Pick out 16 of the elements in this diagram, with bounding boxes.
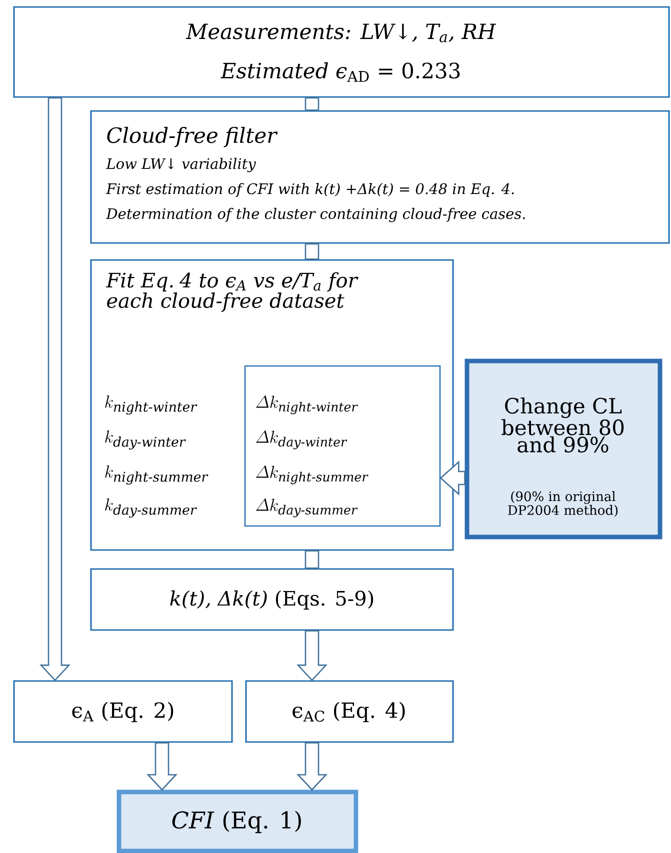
process-box: ϵ$_{AC}$ (Eq. 4) <box>245 680 454 743</box>
block-arrow <box>146 742 178 791</box>
double-line-connector <box>304 97 320 111</box>
process-box: ϵ$_{A}$ (Eq. 2) <box>13 680 233 743</box>
result-box: CFI (Eq. 1) <box>116 790 358 853</box>
block-arrow <box>296 742 328 791</box>
block-arrow <box>40 97 70 682</box>
process-box: Cloud-free filter Low LW↓ variability First estimation of CFI with k(t) +Δk(t) = 0.48 in Eq. 4. Determination of the cluster containing cloud-free cases. <box>90 110 670 244</box>
process-box: $\varDelta k_{\textit{night-winter}}$ $\varDelta k_{\textit{day-winter}}$ $\varDelta k_{\textit{night-summer}}$ $\varDelta k_{\textit{day-summer}}$ <box>244 365 441 527</box>
double-line-connector <box>304 550 320 569</box>
highlight-box: Change CL between 80 and 99% (90% in original DP2004 method) <box>464 358 662 540</box>
block-arrow <box>296 630 328 682</box>
process-box: Measurements: LW↓, T$_{a}$, RH Estimated ϵ$_{AD}$ = 0.233 <box>13 6 670 98</box>
process-box: k(t), Δk(t) (Eqs. 5-9) <box>90 568 454 631</box>
block-arrow <box>440 460 466 496</box>
double-line-connector <box>304 243 320 260</box>
